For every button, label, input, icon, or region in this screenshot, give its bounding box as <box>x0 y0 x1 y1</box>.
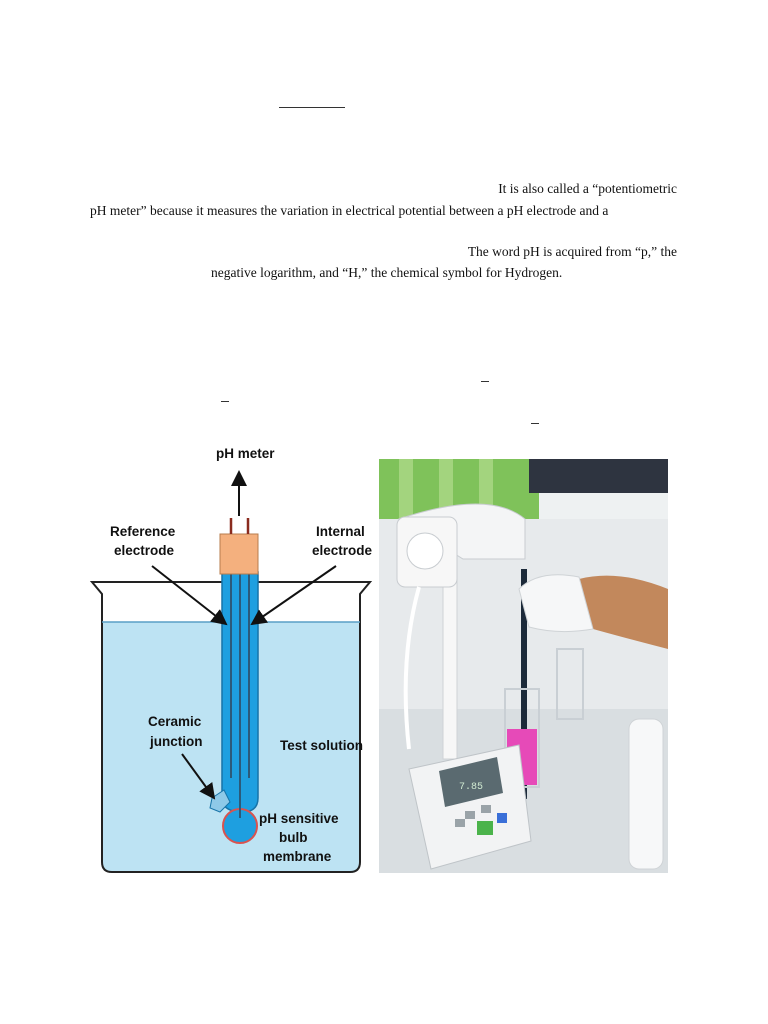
label-bulb-1: pH sensitive <box>259 811 339 826</box>
label-internal-1: Internal <box>316 524 365 539</box>
paragraph2-line2: negative logarithm, and “H,” the chemica… <box>211 265 563 280</box>
title-underline <box>279 107 345 108</box>
label-ph-meter: pH meter <box>216 446 275 461</box>
dash-mark <box>221 401 229 402</box>
label-bulb-2: bulb <box>279 830 308 845</box>
label-ceramic-1: Ceramic <box>148 714 202 729</box>
label-test-solution: Test solution <box>280 738 363 753</box>
meter-display-value: 7.85 <box>459 782 483 793</box>
beaker <box>89 581 373 873</box>
paragraph1-line1: It is also called a “potentiometric <box>498 181 677 196</box>
label-bulb-3: membrane <box>263 849 332 864</box>
paragraph1-line2: pH meter” because it measures the variat… <box>90 203 609 218</box>
dash-mark <box>481 381 489 382</box>
label-internal-2: electrode <box>312 543 373 558</box>
label-reference-1: Reference <box>110 524 176 539</box>
label-reference-2: electrode <box>114 543 175 558</box>
electrode-head <box>219 533 259 575</box>
ph-meter-photo: 7.85 <box>379 459 668 873</box>
dash-mark <box>531 423 539 424</box>
paragraph2-line1: The word pH is acquired from “p,” the <box>467 244 677 259</box>
ph-electrode-diagram: pH meter Reference electrode Internal el… <box>89 446 373 873</box>
label-ceramic-2: junction <box>149 734 203 749</box>
ceramic-junction <box>209 789 231 813</box>
ph-meter-device <box>408 744 532 870</box>
